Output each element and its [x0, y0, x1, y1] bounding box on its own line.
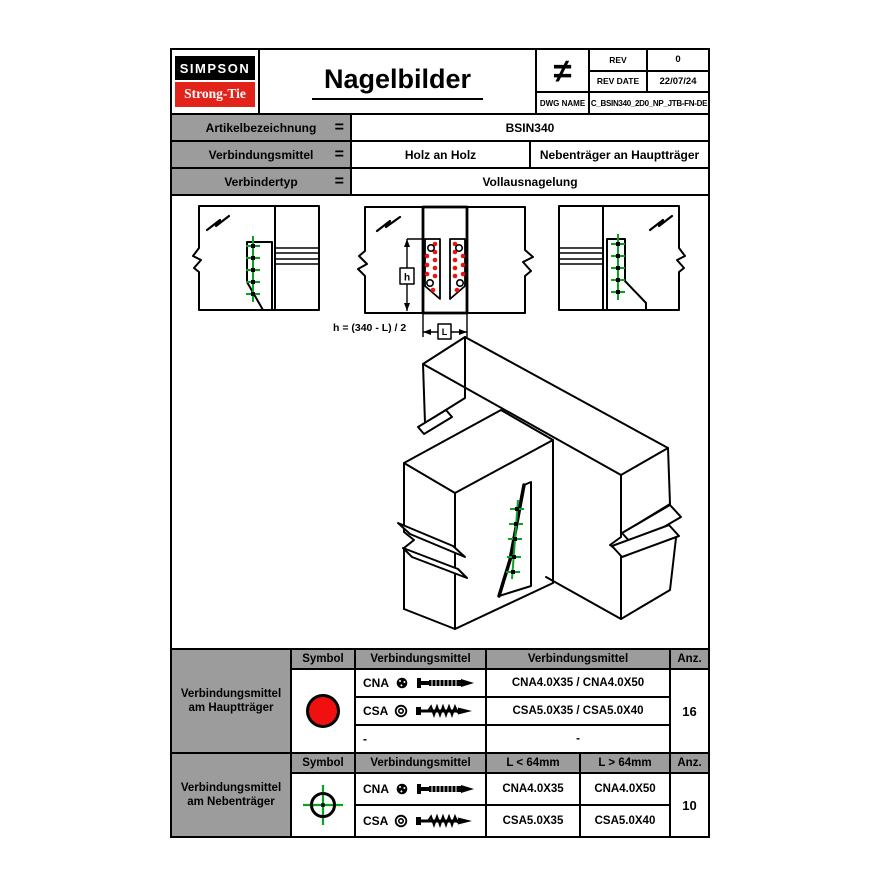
info-label-verbindungsmittel: Verbindungsmittel = — [172, 142, 350, 167]
fastener-row-cna: CNA — [356, 670, 485, 696]
red-dot-symbol — [306, 694, 340, 728]
info-label-text: Verbindertyp — [224, 174, 298, 189]
info-label-text: Artikelbezeichnung — [205, 120, 317, 135]
logo-simpson: SIMPSON — [175, 56, 255, 80]
col-header-verbindungsmittel: Verbindungsmittel — [356, 650, 485, 668]
break-symbol — [375, 215, 402, 233]
break-symbol — [205, 214, 231, 232]
info-value-article: BSIN340 — [352, 115, 708, 140]
nail-centers — [616, 242, 620, 294]
col-header-symbol: Symbol — [292, 650, 354, 668]
dim-h-label: h — [404, 273, 410, 284]
dim-l-label: L — [442, 327, 448, 337]
csa-head-icon — [395, 704, 408, 718]
spec-cna-short: CNA4.0X35 — [487, 774, 579, 804]
info-value-holz-an-holz: Holz an Holz — [352, 142, 529, 167]
crosshair-symbol — [303, 785, 343, 825]
col-header-anz: Anz. — [671, 650, 708, 668]
front-view: h L h = (340 - L) / 2 — [333, 205, 534, 340]
title-block: SIMPSON Strong-Tie Nagelbilder ≠ REV 0 R… — [172, 50, 708, 113]
cna-head-icon — [396, 677, 408, 689]
cna-nail-side-icon — [417, 784, 474, 794]
dwg-name-label: DWG NAME — [537, 93, 588, 113]
main-beam — [417, 336, 682, 620]
table-title-haupttraeger: Verbindungsmittel am Hauptträger — [172, 650, 290, 752]
info-value-vollausnagelung: Vollausnagelung — [352, 169, 708, 194]
info-label-artikelbezeichnung: Artikelbezeichnung = — [172, 115, 350, 140]
page-title: Nagelbilder — [311, 64, 484, 100]
table-title-nebentraeger: Verbindungsmittel am Nebenträger — [172, 754, 290, 836]
secondary-beam — [397, 409, 554, 630]
article-info-table: Artikelbezeichnung = BSIN340 Verbindungs… — [172, 115, 708, 194]
csa-head-icon — [395, 814, 408, 828]
rev-date-value: 22/07/24 — [648, 71, 708, 92]
csa-screw-side-icon — [416, 814, 473, 828]
col-header-symbol: Symbol — [292, 754, 354, 772]
fastener-row-csa: CSA — [356, 698, 485, 724]
drawing-sheet: SIMPSON Strong-Tie Nagelbilder ≠ REV 0 R… — [170, 48, 710, 838]
anz-value-haupttraeger: 16 — [671, 670, 708, 752]
lamination-lines — [275, 247, 319, 265]
fastener-row-cna: CNA — [356, 774, 485, 804]
symbol-cell — [292, 670, 354, 752]
drawing-area: h L h = (340 - L) / 2 — [172, 196, 708, 648]
dimension-h: h — [399, 238, 423, 311]
hanger-holes — [426, 243, 465, 288]
col-header-verbindungsmittel: Verbindungsmittel — [356, 754, 485, 772]
dwg-name-value: C_BSIN340_2D0_NP_JTB-FN-DE — [590, 93, 708, 113]
symbol-cell — [292, 774, 354, 836]
col-header-verbindungsmittel-2: Verbindungsmittel — [487, 650, 669, 668]
cna-nail-side-icon — [417, 678, 474, 688]
lamination-lines — [559, 247, 603, 265]
fastener-row-empty: - — [356, 726, 485, 752]
equals-symbol: = — [334, 145, 344, 163]
spec-csa-long: CSA5.0X40 — [581, 806, 669, 836]
col-header-anz: Anz. — [671, 754, 708, 772]
nail-centers — [511, 507, 519, 574]
anz-value-nebentraeger: 10 — [671, 774, 708, 836]
spec-empty: - — [487, 726, 669, 752]
revision-table: ≠ REV 0 REV DATE 22/07/24 DWG NAME C_BSI… — [537, 50, 708, 113]
spec-cna: CNA4.0X35 / CNA4.0X50 — [487, 670, 669, 696]
rev-date-label: REV DATE — [590, 71, 646, 92]
rev-value: 0 — [648, 50, 708, 70]
cna-head-icon — [396, 783, 408, 795]
logo-strongtie: Strong-Tie — [175, 82, 255, 107]
equals-symbol: = — [334, 172, 344, 190]
spec-cna-long: CNA4.0X50 — [581, 774, 669, 804]
projection-symbol-icon: ≠ — [537, 50, 588, 92]
main-beam-fastener-table: Verbindungsmittel am Hauptträger Symbol … — [172, 650, 708, 752]
col-header-l-small: L < 64mm — [487, 754, 579, 772]
rev-label: REV — [590, 50, 646, 70]
nail-centers — [251, 244, 255, 296]
red-nail-dots — [424, 241, 466, 293]
info-label-text: Verbindungsmittel — [208, 147, 314, 162]
side-view-left — [192, 205, 320, 311]
side-view-right — [558, 205, 686, 311]
break-symbol — [648, 214, 674, 232]
simpson-strongtie-logo: SIMPSON Strong-Tie — [172, 50, 258, 113]
secondary-beam-fastener-table: Verbindungsmittel am Nebenträger Symbol … — [172, 754, 708, 836]
spec-csa: CSA5.0X35 / CSA5.0X40 — [487, 698, 669, 724]
csa-screw-side-icon — [416, 704, 473, 718]
height-formula: h = (340 - L) / 2 — [333, 322, 406, 334]
equals-symbol: = — [334, 118, 344, 136]
dimension-l: L — [422, 314, 468, 340]
info-value-nebentraeger: Nebenträger an Hauptträger — [531, 142, 708, 167]
col-header-l-large: L > 64mm — [581, 754, 669, 772]
isometric-view — [397, 336, 682, 630]
info-label-verbindertyp: Verbindertyp = — [172, 169, 350, 194]
fastener-row-csa: CSA — [356, 806, 485, 836]
sheet-title-cell: Nagelbilder — [260, 50, 535, 113]
spec-csa-short: CSA5.0X35 — [487, 806, 579, 836]
